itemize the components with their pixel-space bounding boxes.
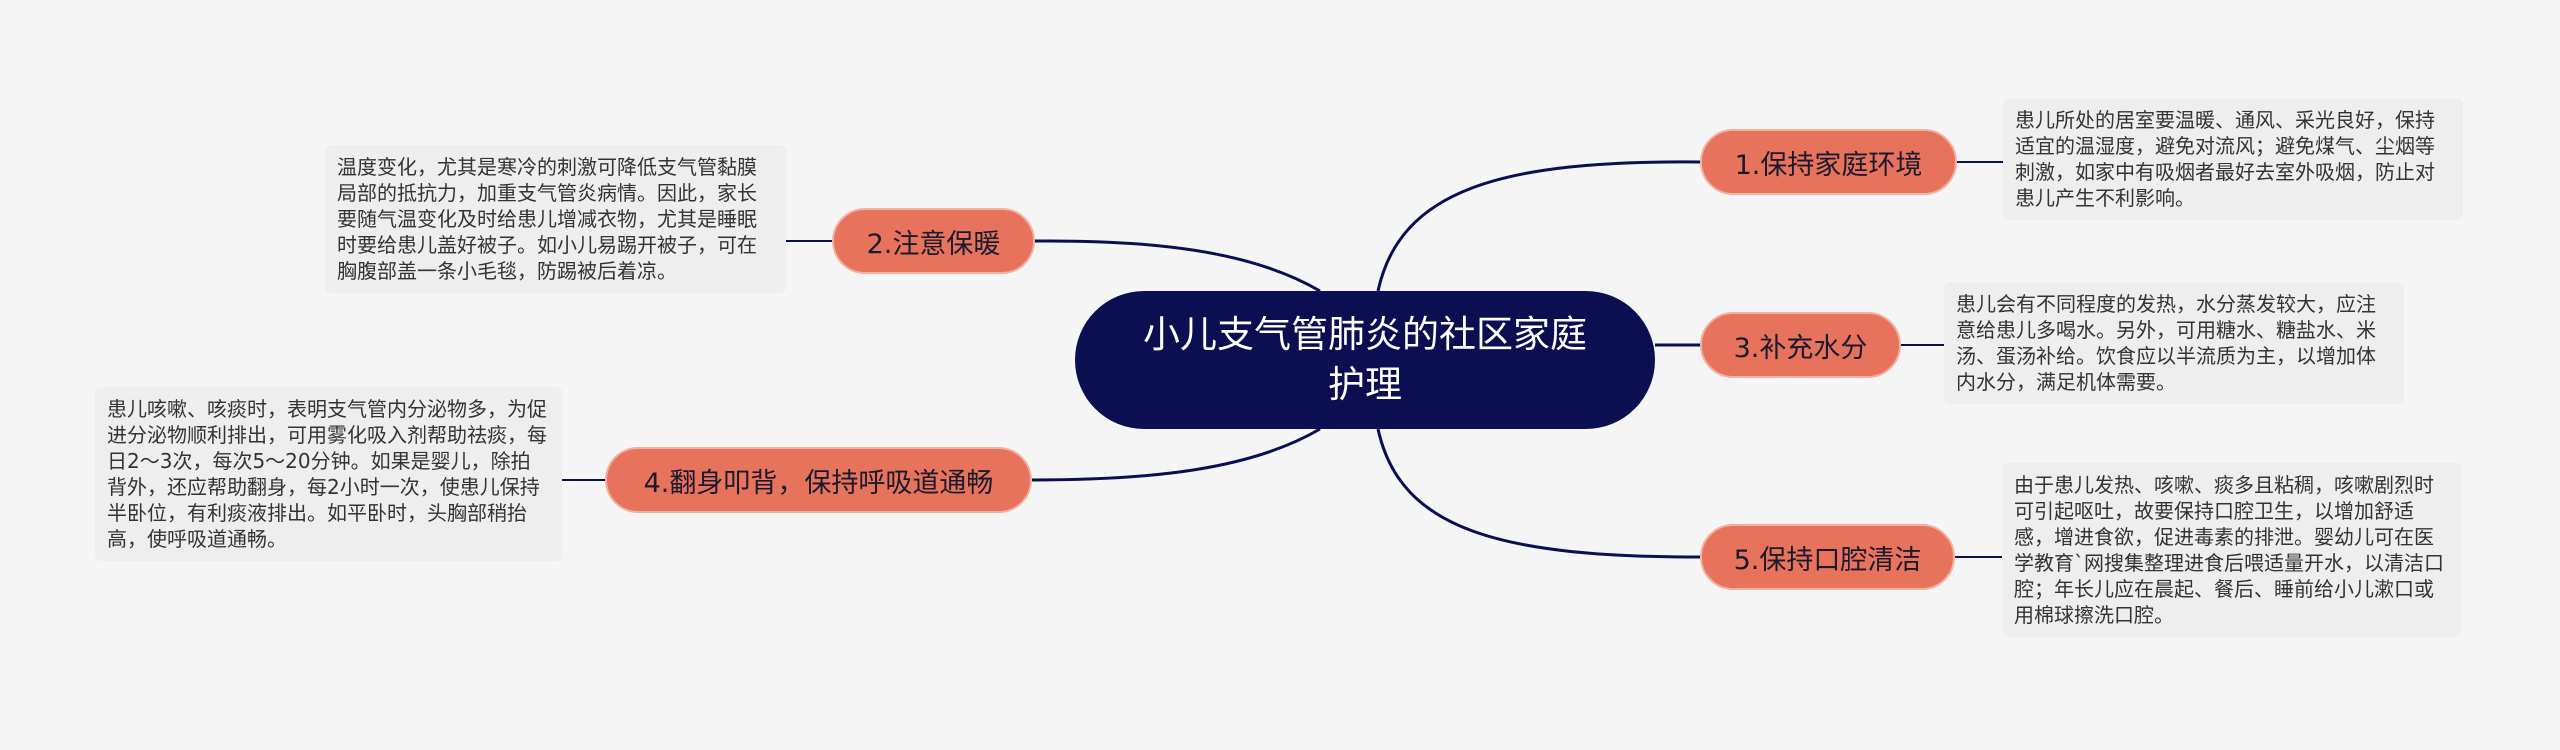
topic-5-label: 5.保持口腔清洁 — [1733, 544, 1922, 576]
connector-center-topic-5 — [1376, 428, 1701, 559]
topic-1-label: 1.保持家庭环境 — [1734, 149, 1923, 181]
topic-2-label: 2.注意保暖 — [866, 228, 1001, 260]
connector-center-topic-1 — [1376, 160, 1701, 292]
note-topic-2-text: 温度变化，尤其是寒冷的刺激可降低支气管黏膜局部的抵抗力，加重支气管炎病情。因此，… — [337, 155, 757, 283]
note-topic-5-text: 由于患儿发热、咳嗽、痰多且粘稠，咳嗽剧烈时可引起呕吐，故要保持口腔卫生，以增加舒… — [2014, 473, 2444, 627]
note-topic-1-text: 患儿所处的居室要温暖、通风、采光良好，保持适宜的温湿度，避免对流风；避免煤气、尘… — [2015, 108, 2435, 210]
topic-3-replenish-water[interactable]: 3.补充水分 — [1700, 312, 1901, 378]
connector-center-topic-4 — [1031, 427, 1321, 482]
note-topic-4: 患儿咳嗽、咳痰时，表明支气管内分泌物多，为促进分泌物顺利排出，可用雾化吸入剂帮助… — [95, 387, 562, 561]
note-topic-3-text: 患儿会有不同程度的发热，水分蒸发较大，应注意给患儿多喝水。另外，可用糖水、糖盐水… — [1956, 292, 2376, 394]
note-topic-3: 患儿会有不同程度的发热，水分蒸发较大，应注意给患儿多喝水。另外，可用糖水、糖盐水… — [1944, 282, 2404, 404]
note-topic-5: 由于患儿发热、咳嗽、痰多且粘稠，咳嗽剧烈时可引起呕吐，故要保持口腔卫生，以增加舒… — [2002, 463, 2462, 637]
topic-4-label: 4.翻身叩背，保持呼吸道通畅 — [643, 467, 994, 499]
note-topic-4-text: 患儿咳嗽、咳痰时，表明支气管内分泌物多，为促进分泌物顺利排出，可用雾化吸入剂帮助… — [107, 397, 547, 551]
topic-1-keep-home-environment[interactable]: 1.保持家庭环境 — [1700, 129, 1957, 195]
connector-center-topic-2 — [1034, 239, 1321, 293]
topic-2-keep-warm[interactable]: 2.注意保暖 — [832, 208, 1035, 274]
central-topic[interactable]: 小儿支气管肺炎的社区家庭护理 — [1075, 291, 1655, 429]
note-topic-2: 温度变化，尤其是寒冷的刺激可降低支气管黏膜局部的抵抗力，加重支气管炎病情。因此，… — [325, 145, 786, 293]
central-topic-label: 小儿支气管肺炎的社区家庭护理 — [1143, 313, 1587, 406]
note-topic-1: 患儿所处的居室要温暖、通风、采光良好，保持适宜的温湿度，避免对流风；避免煤气、尘… — [2003, 98, 2463, 220]
topic-3-label: 3.补充水分 — [1733, 332, 1868, 364]
topic-4-turn-and-pat-back[interactable]: 4.翻身叩背，保持呼吸道通畅 — [605, 447, 1032, 513]
topic-5-oral-hygiene[interactable]: 5.保持口腔清洁 — [1700, 524, 1955, 590]
